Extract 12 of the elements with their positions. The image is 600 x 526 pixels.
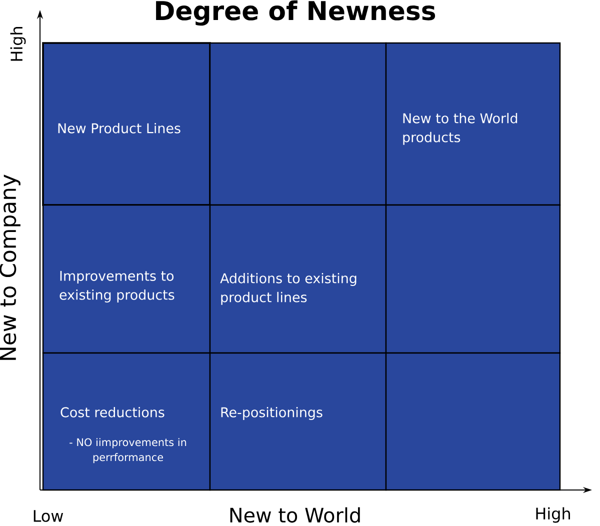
axis-label: Low <box>34 510 64 522</box>
axis-label: High <box>10 27 26 61</box>
axis-title: New to World <box>230 507 360 523</box>
matrix-cell: Cost reductions - NO iimprovements in perrformance <box>42 352 211 491</box>
matrix-cell: Improvements to existing products <box>42 204 211 354</box>
axis-label: High <box>536 507 570 523</box>
matrix-cell: Additions to existing product lines <box>209 204 387 354</box>
title: Degree of Newness <box>156 0 436 26</box>
matrix-cell: New Product Lines <box>42 42 211 206</box>
matrix-cell: New to the World products <box>385 42 561 206</box>
matrix-cell: Re-positionings <box>209 352 387 491</box>
axis-title: New to Company <box>0 174 20 360</box>
